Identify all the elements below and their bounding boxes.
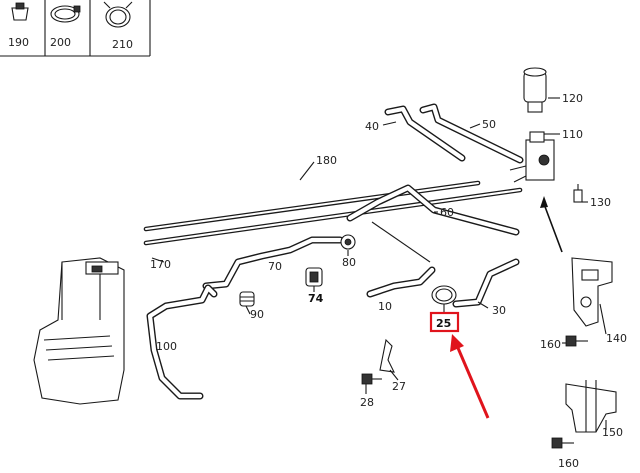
callout-28: 28	[360, 396, 374, 409]
callout-160a: 160	[540, 338, 561, 351]
callout-70: 70	[268, 260, 282, 273]
hose-30	[452, 258, 520, 308]
hose-60	[346, 184, 520, 236]
hose-70	[202, 236, 344, 290]
spring-clamp-icon	[103, 1, 133, 28]
grommet-90	[239, 291, 255, 307]
bracket-150	[565, 380, 617, 433]
sensor-130	[573, 184, 583, 203]
leader-lines	[151, 97, 607, 430]
pointer-arrow	[540, 196, 563, 253]
hose-clamp-icon	[50, 5, 81, 23]
grommet-80	[340, 234, 356, 250]
highlight-arrow	[450, 334, 490, 419]
bolt-160b	[551, 437, 574, 449]
callout-120: 120	[562, 92, 583, 105]
callout-10: 10	[378, 300, 392, 313]
callout-180: 180	[316, 154, 337, 167]
callout-130: 130	[590, 196, 611, 209]
callout-27: 27	[392, 380, 406, 393]
bolt-28	[361, 373, 382, 385]
callout-74: 74	[308, 292, 324, 305]
bracket-27	[379, 338, 395, 373]
callout-100: 100	[156, 340, 177, 353]
pump-120	[523, 67, 547, 113]
bolt-160a	[565, 335, 588, 347]
callout-labels: 10 25 27 28 30 40 50 60 70 74 80 90 100 …	[150, 92, 627, 470]
callout-170: 170	[150, 258, 171, 271]
control-valve-110	[509, 131, 555, 183]
callout-160b: 160	[558, 457, 579, 470]
hose-180	[143, 180, 481, 232]
callout-50: 50	[482, 118, 496, 131]
highlight-box	[429, 311, 460, 333]
callout-80: 80	[342, 256, 356, 269]
plug-icon	[11, 2, 29, 21]
hose-50	[419, 103, 524, 164]
callout-110: 110	[562, 128, 583, 141]
hose-10-line	[371, 221, 431, 263]
hose-170	[143, 187, 523, 246]
coolant-reservoir	[33, 257, 125, 405]
thumbnail-label-190: 190	[8, 36, 29, 49]
callout-150: 150	[602, 426, 623, 439]
callout-40: 40	[365, 120, 379, 133]
callout-30: 30	[492, 304, 506, 317]
thumbnail-label-210: 210	[112, 38, 133, 51]
callout-60: 60	[440, 206, 454, 219]
damper-74	[305, 267, 323, 287]
callout-25: 25	[436, 317, 451, 330]
hose-40	[384, 105, 466, 162]
bracket-140	[571, 257, 613, 327]
thumbnail-strip: 190 200 210	[0, 0, 151, 57]
callout-90: 90	[250, 308, 264, 321]
clamp-25	[431, 285, 457, 305]
callout-140: 140	[606, 332, 627, 345]
hose-10	[366, 266, 436, 298]
thumbnail-label-200: 200	[50, 36, 71, 49]
hose-100	[146, 284, 218, 400]
